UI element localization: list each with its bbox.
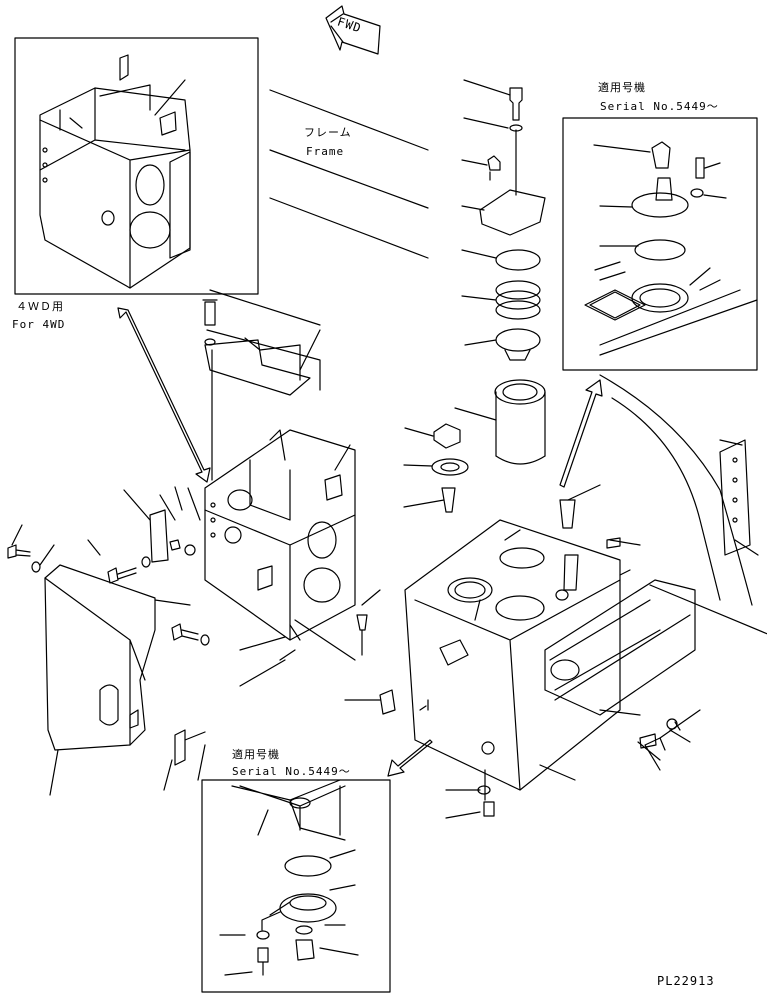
- frame-leaders: [269, 89, 429, 259]
- bolts-left: [7, 539, 396, 766]
- serial-bottom-jp: 適用号機: [232, 748, 280, 761]
- main-frame: [202, 289, 381, 641]
- 4wd-label-en: For 4WD: [12, 318, 66, 331]
- serial-bottom-en: Serial No.5449～: [232, 765, 351, 778]
- right-bracket: [599, 374, 767, 635]
- hydraulic-tank: [404, 499, 696, 791]
- 4wd-label-jp: ４ＷＤ用: [16, 300, 64, 313]
- inset-arrow: [387, 739, 433, 777]
- frame-label-en: Frame: [306, 145, 345, 158]
- serial-top-en: Serial No.5449～: [600, 100, 719, 113]
- frame-label-jp: フレーム: [304, 126, 352, 139]
- filler-parts: [403, 423, 469, 513]
- serial-inset-top: [562, 117, 758, 371]
- fwd-arrow: [325, 5, 381, 55]
- side-cover: [44, 509, 191, 751]
- drawing-number: PL22913: [657, 974, 715, 988]
- serial-top-jp: 適用号機: [598, 81, 646, 94]
- leader-lines: [11, 484, 701, 819]
- serial-inset-bottom: [201, 779, 391, 993]
- parts-stack: [454, 79, 546, 465]
- assembly-arrows: [117, 307, 603, 488]
- 4wd-inset: [14, 37, 259, 295]
